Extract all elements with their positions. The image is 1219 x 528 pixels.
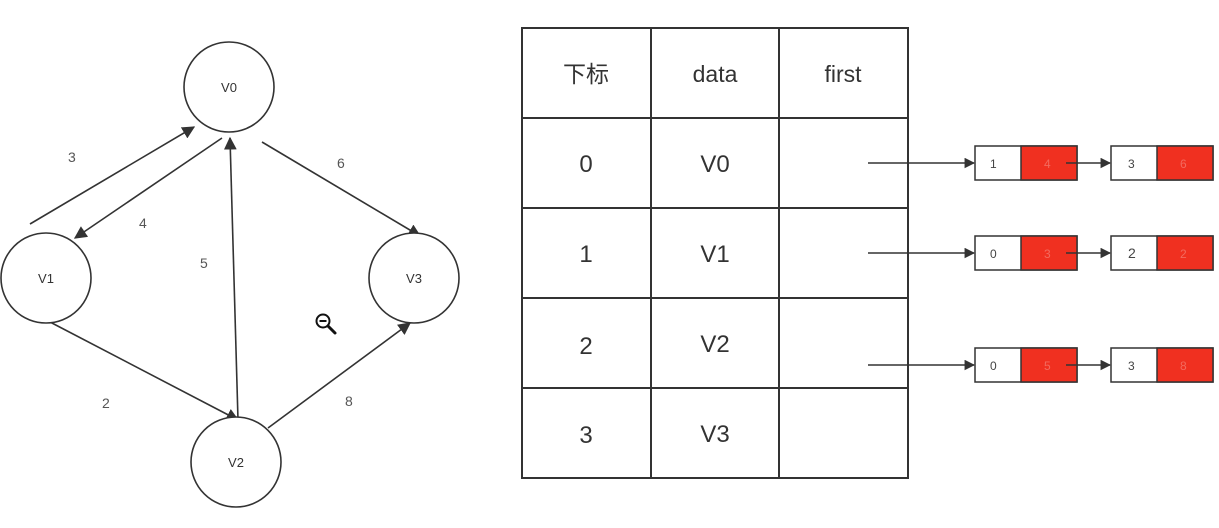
weight-v0-v1: 4 <box>139 215 147 231</box>
node-label: V2 <box>228 455 244 470</box>
edge-node-weight: 4 <box>1044 157 1051 171</box>
table-header-first: first <box>824 61 862 87</box>
table-cell-index: 3 <box>579 422 592 449</box>
weight-v2-v0: 5 <box>200 255 208 271</box>
edge-node-adjvex: 0 <box>990 359 997 373</box>
table-cell-index: 1 <box>579 241 592 268</box>
vertex-table: 下标 data first 0 V0 1 V1 2 V2 3 V3 <box>521 27 909 479</box>
edge-v1-v0 <box>29 126 196 225</box>
edge-node-weight: 5 <box>1044 359 1051 373</box>
edge-list-1: 0 3 2 2 <box>868 235 1214 271</box>
edge-list-2: 0 5 3 8 <box>868 347 1214 383</box>
graph-node-v0: V0 <box>183 41 275 133</box>
node-label: V3 <box>406 271 422 286</box>
edge-node-weight-field <box>1156 145 1214 181</box>
zoom-out-icon <box>315 313 337 335</box>
edge-node-weight: 8 <box>1180 359 1187 373</box>
table-header-index: 下标 <box>563 61 609 87</box>
edge-node-adjvex: 1 <box>990 157 997 171</box>
table-cell-data: V2 <box>700 331 729 358</box>
graph-node-v2: V2 <box>190 416 282 508</box>
table-cell-index: 2 <box>579 333 592 360</box>
node-label: V1 <box>38 271 54 286</box>
weight-v0-v3: 6 <box>337 155 345 171</box>
table-cell-index: 0 <box>579 151 592 178</box>
edge-v2-v0 <box>223 136 239 421</box>
weight-v1-v2: 2 <box>102 395 110 411</box>
edge-node-weight-field <box>1156 235 1214 271</box>
edge-node-weight: 2 <box>1180 247 1187 261</box>
table-cell-data: V0 <box>700 151 729 178</box>
edge-node-adjvex: 2 <box>1128 245 1136 261</box>
edge-v0-v3 <box>261 141 422 237</box>
edge-list-0: 1 4 3 6 <box>868 145 1214 181</box>
graph-edges <box>29 126 422 429</box>
table-cell-data: V3 <box>700 421 729 448</box>
edge-node-weight: 3 <box>1044 247 1051 261</box>
table-header-data: data <box>693 61 738 87</box>
graph-node-v3: V3 <box>368 232 460 324</box>
edge-v1-v2 <box>49 321 240 421</box>
weight-v2-v3: 8 <box>345 393 353 409</box>
edge-node-weight-field <box>1156 347 1214 383</box>
edge-node-adjvex: 3 <box>1128 157 1135 171</box>
graph-node-v1: V1 <box>0 232 92 324</box>
node-label: V0 <box>221 80 237 95</box>
table-cell-data: V1 <box>700 241 729 268</box>
edge-node-adjvex: 3 <box>1128 359 1135 373</box>
edge-node-weight: 6 <box>1180 157 1187 171</box>
edge-v0-v1 <box>73 137 223 239</box>
edge-node-adjvex: 0 <box>990 247 997 261</box>
weight-v1-v0: 3 <box>68 149 76 165</box>
edge-v2-v3 <box>267 322 412 429</box>
